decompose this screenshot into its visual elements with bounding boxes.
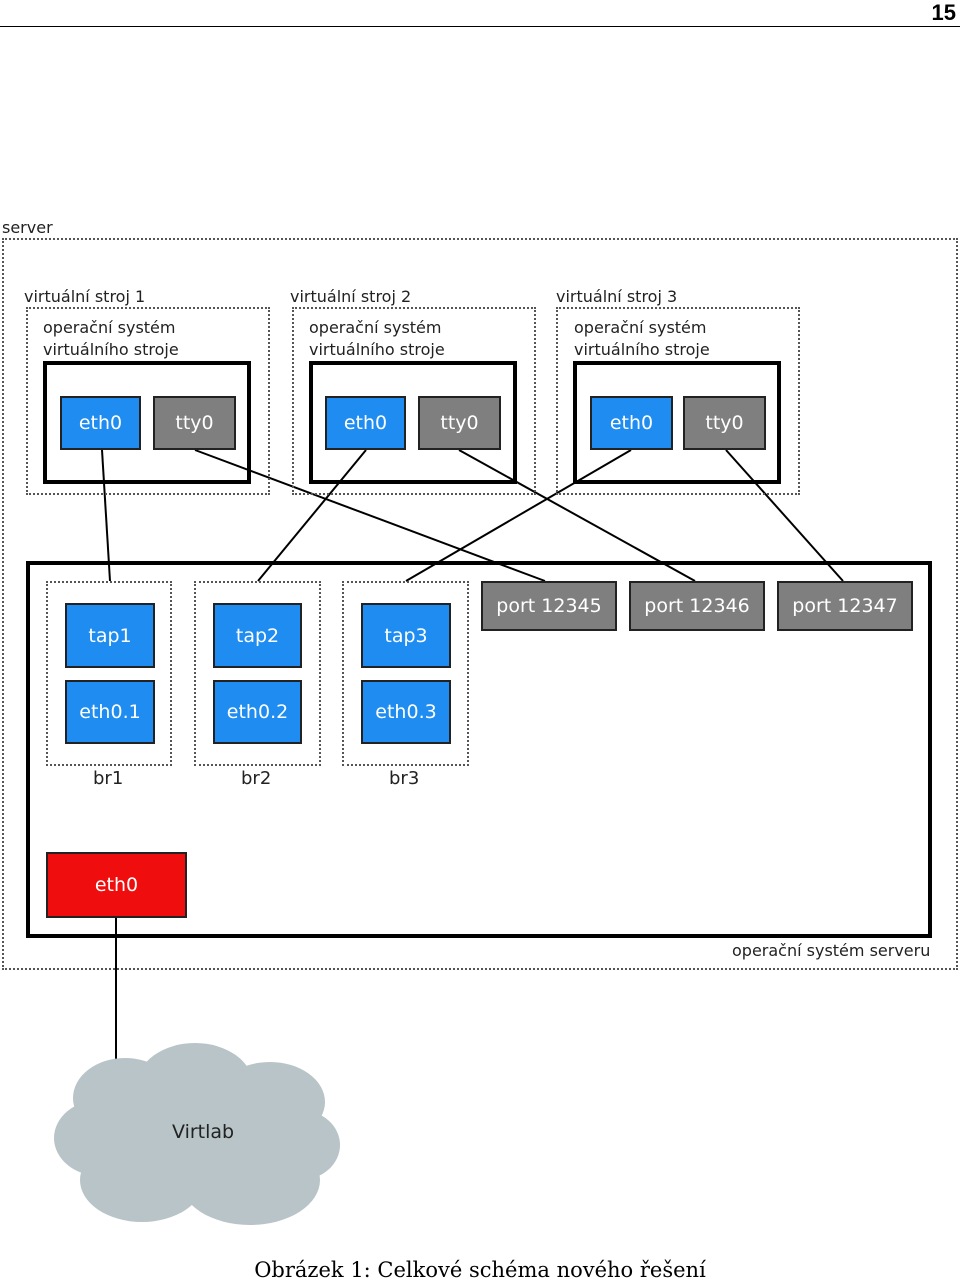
br3-tap: tap3 [361,603,451,668]
vm2-os-box [309,361,517,484]
vm3-container [556,307,800,495]
vm3-eth0: eth0 [590,396,673,450]
bridge-br2-container [194,581,321,766]
port-12346: port 12346 [629,581,765,631]
vm1-os-label-line1: operační systém [43,318,176,337]
header-rule [0,26,960,27]
vm2-tty0: tty0 [418,396,501,450]
vm3-tty0: tty0 [683,396,766,450]
br1-eth: eth0.1 [65,680,155,744]
bridge-br1-container [46,581,172,766]
vm3-os-label-line2: virtuálního stroje [574,340,710,359]
port-12345: port 12345 [481,581,617,631]
page-number: 15 [931,0,956,25]
br3-eth: eth0.3 [361,680,451,744]
link-vm3-eth0-tap3 [405,449,632,582]
br2-label: br2 [241,768,272,789]
br3-label: br3 [389,768,420,789]
vm1-os-label-line2: virtuálního stroje [43,340,179,359]
vm1-label: virtuální stroj 1 [24,287,146,306]
bridge-br3-container [342,581,469,766]
server-container [2,238,958,970]
vm1-container [26,307,270,495]
server-os-label: operační systém serveru [732,941,931,960]
vm1-os-box [43,361,251,484]
link-vm1-tty0-port12345 [194,449,546,582]
figure-caption: Obrázek 1: Celkové schéma nového řešení [254,1258,706,1282]
vm2-eth0: eth0 [325,396,406,450]
vm3-label: virtuální stroj 3 [556,287,678,306]
virtlab-cloud-icon [54,1043,340,1225]
br1-tap: tap1 [65,603,155,668]
link-vm3-tty0-port12347 [725,449,844,582]
vm2-os-label-line2: virtuálního stroje [309,340,445,359]
link-vm2-tty0-port12346 [458,449,696,582]
br1-label: br1 [93,768,124,789]
virtlab-label: Virtlab [172,1121,235,1143]
vm2-os-label-line1: operační systém [309,318,442,337]
link-vm1-eth0-tap1 [101,449,111,582]
server-os-box [26,561,932,938]
vm3-os-box [573,361,781,484]
br2-eth: eth0.2 [213,680,302,744]
vm1-eth0: eth0 [60,396,141,450]
vm1-tty0: tty0 [153,396,236,450]
br2-tap: tap2 [213,603,302,668]
vm2-container [292,307,536,495]
vm2-label: virtuální stroj 2 [290,287,412,306]
server-eth0: eth0 [46,852,187,918]
port-12347: port 12347 [777,581,913,631]
vm3-os-label-line1: operační systém [574,318,707,337]
link-vm2-eth0-tap2 [257,449,367,582]
server-label: server [2,218,53,237]
